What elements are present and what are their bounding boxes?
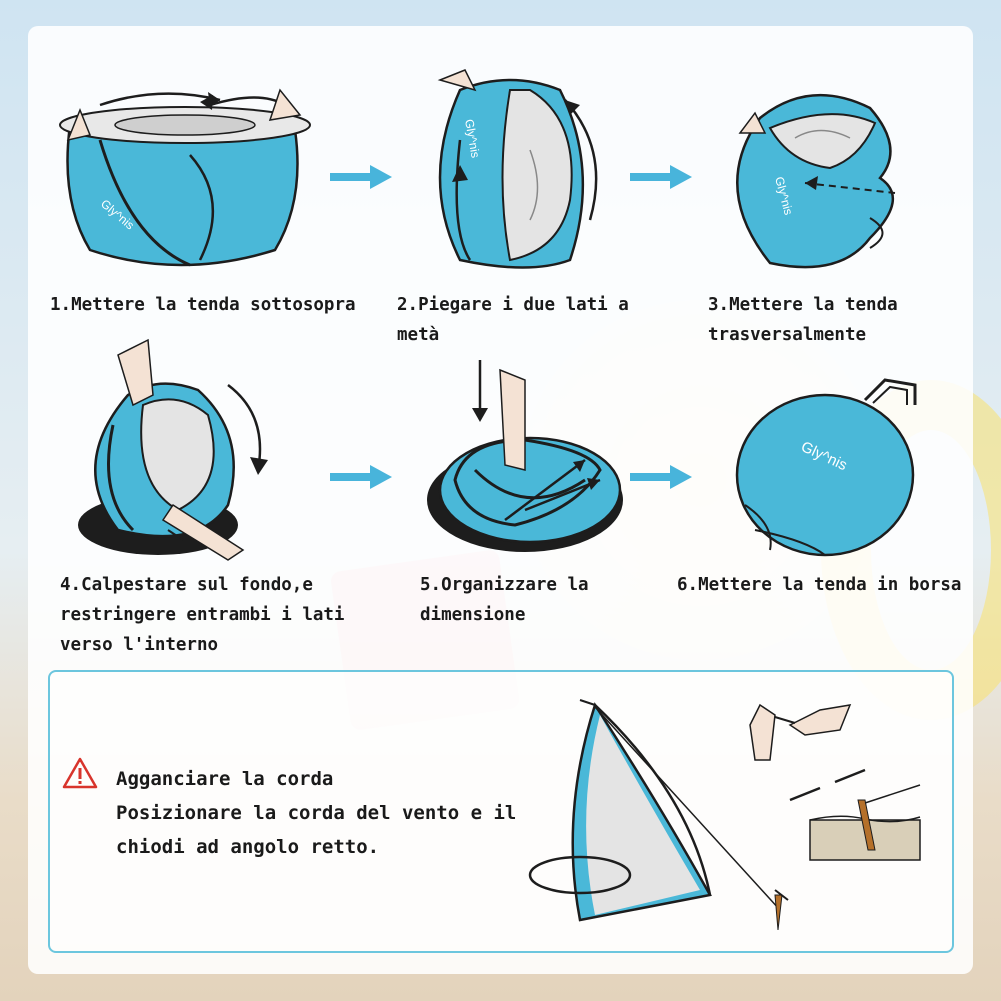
step-4-caption: 4.Calpestare sul fondo,e restringere ent… bbox=[60, 575, 345, 655]
step-5-caption: 5.Organizzare la dimensione bbox=[420, 575, 589, 625]
step-1-caption: 1.Mettere la tenda sottosopra bbox=[50, 295, 356, 315]
step-6-illustration: Gly^nis bbox=[735, 375, 935, 560]
arrow-right-icon bbox=[330, 165, 392, 189]
step-4-illustration bbox=[78, 335, 278, 561]
tip-tent-illustration bbox=[520, 685, 940, 950]
step-2-illustration: Gly^nis bbox=[420, 60, 630, 280]
arrow-right-icon bbox=[630, 465, 692, 489]
tip-line-2: chiodi ad angolo retto. bbox=[116, 836, 380, 858]
arrow-right-icon bbox=[630, 165, 692, 189]
step-2-caption: 2.Piegare i due lati a metà bbox=[397, 295, 629, 345]
warning-triangle-icon bbox=[62, 757, 98, 789]
step-6-caption: 6.Mettere la tenda in borsa bbox=[677, 575, 962, 595]
tip-line-1: Posizionare la corda del vento e il bbox=[116, 802, 517, 824]
tip-title: Agganciare la corda bbox=[116, 768, 334, 790]
arrow-right-icon bbox=[330, 465, 392, 489]
step-3-caption: 3.Mettere la tenda trasversalmente bbox=[708, 295, 898, 345]
tip-box bbox=[48, 670, 954, 953]
step-1-illustration: Gly^nis bbox=[59, 80, 320, 280]
step-5-illustration bbox=[425, 360, 625, 560]
step-3-illustration: Gly^nis bbox=[710, 78, 920, 278]
brand-logo-2: Gly^nis bbox=[462, 118, 483, 159]
tip-text: Agganciare la corda Posizionare la corda… bbox=[116, 762, 516, 864]
